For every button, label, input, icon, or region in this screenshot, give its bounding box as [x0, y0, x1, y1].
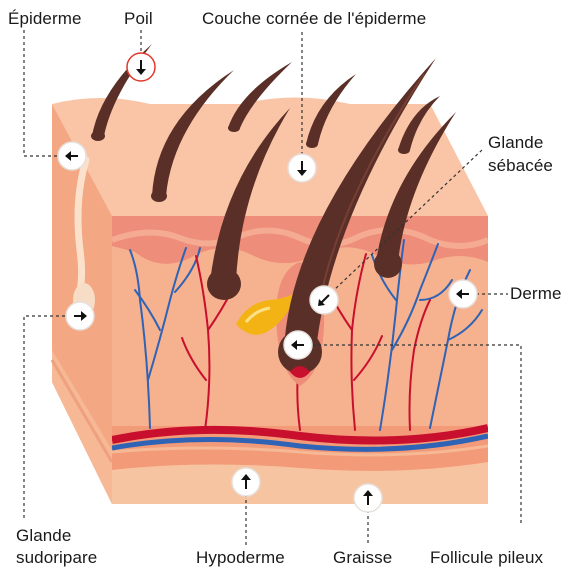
- arrow-marker-icon: [310, 286, 338, 314]
- arrow-marker-icon: [127, 53, 155, 81]
- arrow-marker-icon: [232, 468, 260, 496]
- label-poil: Poil: [124, 9, 153, 29]
- label-couche-cornee: Couche cornée de l'épiderme: [202, 9, 426, 29]
- arrow-marker-icon: [288, 154, 316, 182]
- arrow-marker-icon: [284, 331, 312, 359]
- label-glande-sudoripare-line1: Glande: [16, 526, 71, 546]
- label-hypoderme: Hypoderme: [196, 548, 285, 568]
- arrow-marker-icon: [354, 484, 382, 512]
- label-graisse: Graisse: [333, 548, 392, 568]
- label-derme: Derme: [510, 284, 562, 304]
- arrow-marker-icon: [449, 280, 477, 308]
- label-glande-sudoripare-line2: sudoripare: [16, 548, 97, 568]
- label-follicule-pileux: Follicule pileux: [430, 548, 543, 568]
- label-glande-sebacee-line2: sébacée: [488, 156, 553, 176]
- label-epiderme: Épiderme: [8, 9, 82, 29]
- arrow-marker-icon: [66, 302, 94, 330]
- skin-block: [52, 44, 488, 504]
- label-glande-sebacee-line1: Glande: [488, 133, 543, 153]
- arrow-marker-icon: [58, 142, 86, 170]
